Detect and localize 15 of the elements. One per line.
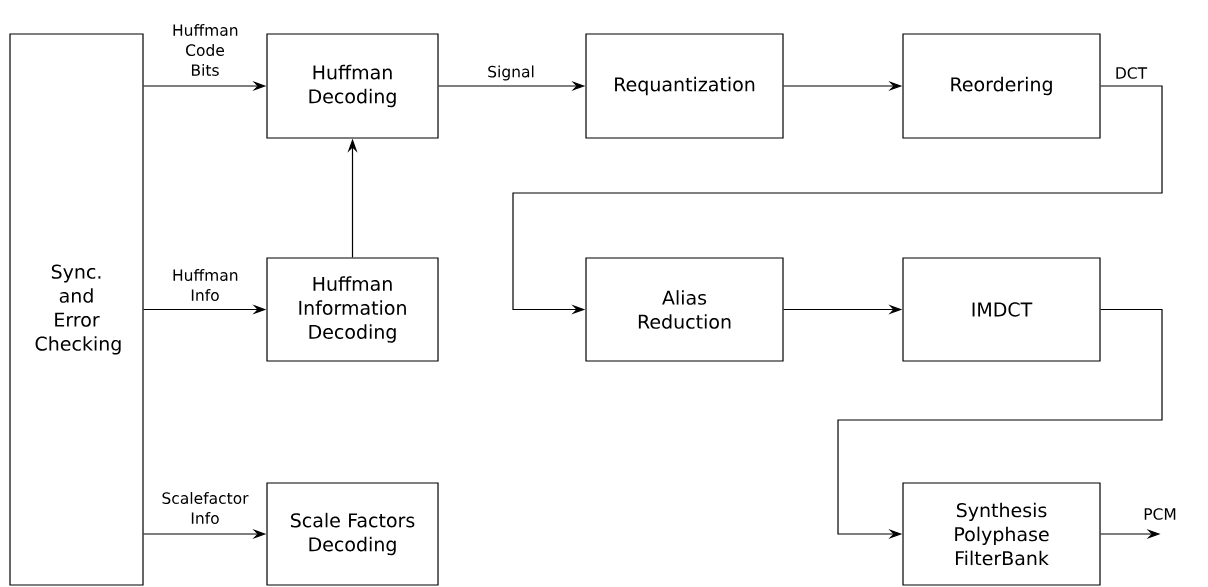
process-box: Reordering bbox=[902, 33, 1101, 139]
process-box: Alias Reduction bbox=[585, 257, 784, 362]
process-box: Scale Factors Decoding bbox=[266, 482, 439, 586]
process-box: Synthesis Polyphase FilterBank bbox=[902, 482, 1101, 586]
edge-label: Signal bbox=[488, 65, 534, 81]
edge-label: Huffman Info bbox=[173, 269, 238, 301]
process-box: Sync. and Error Checking bbox=[9, 33, 144, 586]
process-box: Requantization bbox=[585, 33, 784, 139]
process-box: IMDCT bbox=[902, 257, 1101, 362]
process-box: Huffman Decoding bbox=[266, 33, 439, 139]
process-box: Huffman Information Decoding bbox=[266, 257, 439, 362]
edge-label: Scalefactor Info bbox=[162, 492, 249, 524]
edge-label: Huffman Code Bits bbox=[173, 24, 238, 76]
edge-label: DCT bbox=[1116, 67, 1148, 79]
edge-label: PCM bbox=[1144, 508, 1176, 520]
